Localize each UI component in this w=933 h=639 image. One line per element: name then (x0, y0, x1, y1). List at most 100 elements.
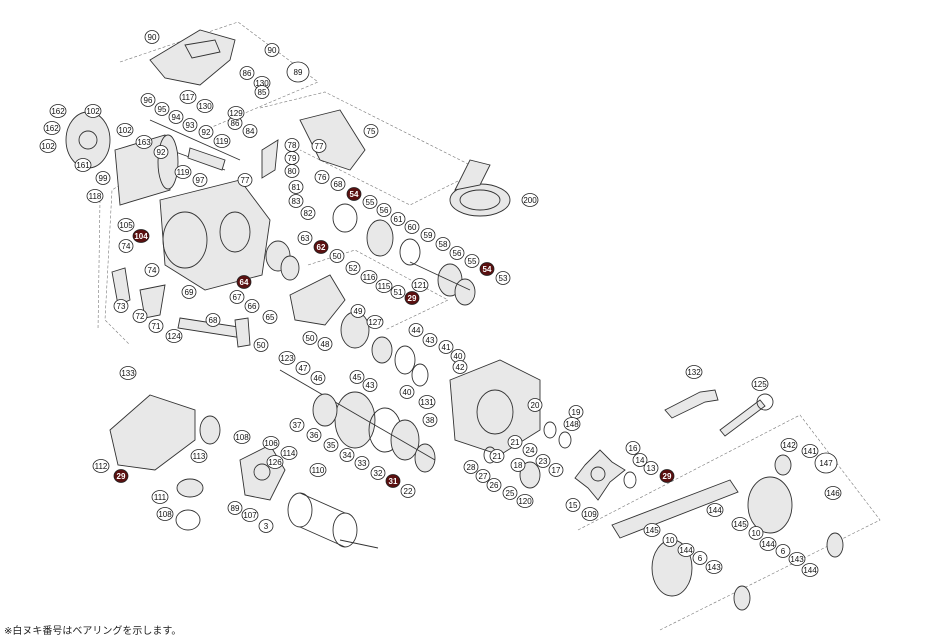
callout-label: 32 (374, 469, 383, 478)
callout-label: 17 (552, 466, 561, 475)
part-callout: 105 (117, 218, 135, 232)
callout-label: 110 (312, 466, 325, 475)
callout-label: 120 (518, 497, 532, 506)
callout-label: 94 (172, 113, 181, 122)
part-callout: 55 (464, 254, 480, 268)
callout-label: 90 (268, 46, 277, 55)
callout-label: 74 (148, 266, 157, 275)
callout-label: 77 (241, 176, 250, 185)
callout-label: 55 (366, 198, 375, 207)
part-callout: 102 (116, 123, 134, 137)
part-callout: 144 (801, 563, 819, 577)
callout-label: 108 (235, 433, 249, 442)
callout-label: 118 (89, 192, 102, 201)
bearing-callout: 29 (659, 469, 675, 483)
part-callout: 63 (297, 231, 313, 245)
callout-label: 60 (408, 223, 417, 232)
callout-label: 117 (182, 93, 195, 102)
callout-label: 42 (456, 363, 465, 372)
callout-label: 121 (413, 281, 427, 290)
part-callout: 92 (153, 145, 169, 159)
part-callout: 90 (264, 43, 280, 57)
callout-label: 49 (354, 307, 363, 316)
part-callout: 126 (266, 455, 284, 469)
part-callout: 79 (284, 151, 300, 165)
callout-label: 146 (826, 489, 840, 498)
part-callout: 78 (284, 138, 300, 152)
callout-label: 26 (490, 481, 499, 490)
part-callout: 142 (780, 438, 798, 452)
callout-label: 50 (333, 252, 342, 261)
part-callout: 113 (190, 449, 208, 463)
callout-label: 83 (292, 197, 301, 206)
part-callout: 127 (366, 315, 384, 329)
part-callout: 51 (390, 285, 406, 299)
callout-label: 109 (583, 510, 597, 519)
callout-label: 56 (380, 206, 389, 215)
part-callout: 161 (74, 158, 92, 172)
callout-label: 53 (499, 274, 508, 283)
callout-label: 143 (790, 555, 804, 564)
callout-label: 148 (565, 420, 579, 429)
callout-label: 38 (426, 416, 435, 425)
part-callout: 22 (400, 484, 416, 498)
callout-label: 130 (198, 102, 212, 111)
part-callout: 59 (420, 228, 436, 242)
part-callout: 89 (227, 501, 243, 515)
callout-label: 68 (209, 316, 218, 325)
bearing-callout: 54 (479, 262, 495, 276)
part-callout: 37 (289, 418, 305, 432)
callout-label: 142 (782, 441, 796, 450)
callout-label: 127 (368, 318, 382, 327)
callout-label: 59 (424, 231, 433, 240)
callout-label: 63 (301, 234, 310, 243)
part-callout: 109 (581, 507, 599, 521)
callout-label: 10 (752, 529, 761, 538)
callout-label: 95 (158, 105, 167, 114)
callout-label: 27 (479, 472, 488, 481)
callout-label: 102 (86, 107, 100, 116)
part-callout: 56 (449, 246, 465, 260)
part-callout: 3 (258, 519, 274, 533)
part-callout: 162 (49, 104, 67, 118)
callout-label: 51 (394, 288, 403, 297)
part-callout: 162 (43, 121, 61, 135)
callout-label: 74 (122, 242, 131, 251)
callout-label: 108 (158, 510, 172, 519)
callout-label: 92 (157, 148, 166, 157)
part-callout: 118 (86, 189, 104, 203)
callout-label: 64 (240, 278, 249, 287)
part-callout: 68 (205, 313, 221, 327)
callout-label: 119 (216, 137, 229, 146)
callout-label: 47 (299, 364, 308, 373)
callout-label: 77 (315, 142, 324, 151)
part-callout: 34 (339, 448, 355, 462)
part-callout: 141 (801, 444, 819, 458)
callout-label: 93 (186, 121, 195, 130)
callout-label: 145 (645, 526, 659, 535)
callout-label: 92 (202, 128, 211, 137)
part-callout: 120 (516, 494, 534, 508)
callout-label: 13 (647, 464, 656, 473)
callout-label: 54 (483, 265, 492, 274)
callout-label: 85 (258, 88, 267, 97)
part-callout: 35 (323, 438, 339, 452)
part-callout: 61 (390, 212, 406, 226)
part-callout: 148 (563, 417, 581, 431)
part-callout: 97 (192, 173, 208, 187)
callout-label: 124 (167, 332, 181, 341)
part-callout: 83 (288, 194, 304, 208)
callout-label: 102 (41, 142, 55, 151)
part-callout: 110 (309, 463, 327, 477)
part-callout: 65 (262, 310, 278, 324)
callout-label: 81 (292, 183, 301, 192)
part-callout: 50 (253, 338, 269, 352)
bearing-callout: 29 (404, 291, 420, 305)
part-callout: 144 (759, 537, 777, 551)
part-callout: 94 (168, 110, 184, 124)
callout-label: 162 (51, 107, 65, 116)
callout-label: 133 (121, 369, 135, 378)
part-callout: 144 (706, 503, 724, 517)
callout-label: 68 (334, 180, 343, 189)
bearing-callout: 62 (313, 240, 329, 254)
